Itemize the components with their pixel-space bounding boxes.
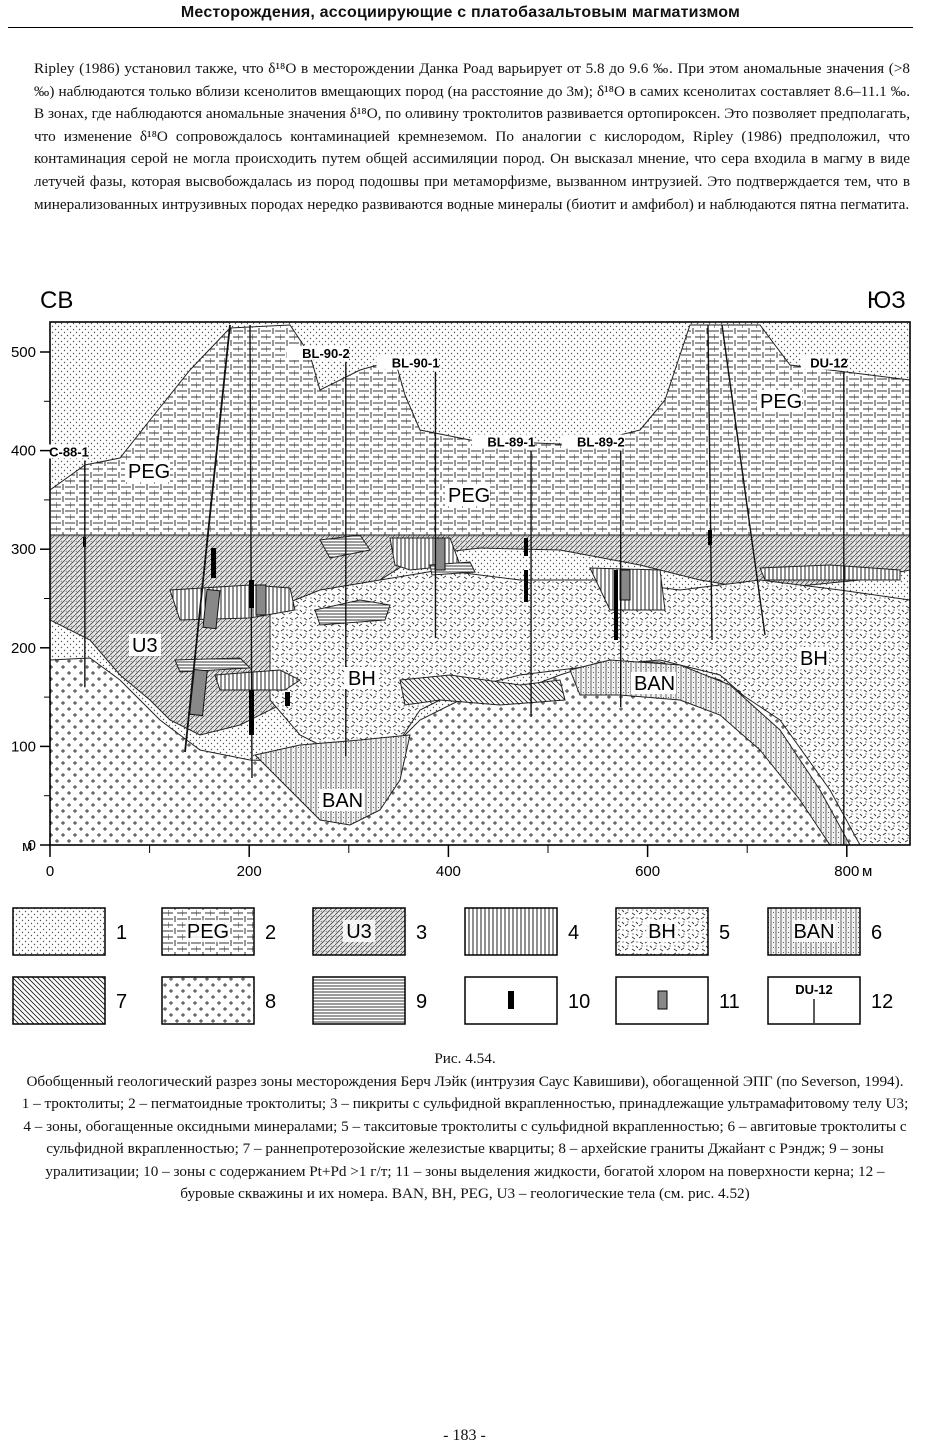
body-label-peg: PEG: [128, 461, 170, 483]
legend-number: 7: [116, 991, 127, 1013]
body-label-peg: PEG: [448, 485, 490, 507]
legend-number: 6: [871, 922, 882, 944]
legend-swatch: [13, 908, 105, 955]
body-label-ban: BAN: [634, 673, 675, 695]
caption-figure-number: Рис. 4.54.: [20, 1048, 910, 1071]
chlorine-zone-5: [435, 538, 445, 570]
legend-black-bar: [508, 991, 514, 1009]
ptpd-zone-4: [285, 692, 290, 706]
legend-number: 8: [265, 991, 276, 1013]
legend-item-4: 4: [465, 908, 579, 955]
header-rule: [8, 27, 913, 28]
x-tick-label: 0: [46, 863, 54, 880]
ptpd-zone-8: [708, 530, 712, 545]
legend-number: 9: [416, 991, 427, 1013]
running-header: Месторождения, ассоциирующие с платобаза…: [8, 4, 913, 22]
legend-item-3: U3 3: [313, 908, 427, 955]
borehole-label: BL-90-2: [302, 346, 350, 361]
caption-title: Обобщенный геологический разрез зоны мес…: [20, 1071, 910, 1094]
figure-caption: Рис. 4.54. Обобщенный геологический разр…: [20, 1048, 910, 1206]
legend-number: 2: [265, 922, 276, 944]
y-tick-label: 300: [11, 541, 36, 558]
legend-item-12: DU-12 12: [768, 977, 893, 1024]
legend-swatch: [13, 977, 105, 1024]
section-svg: СВ ЮЗ C-8: [0, 280, 929, 1040]
x-tick-label: 200: [237, 863, 262, 880]
legend-number: 5: [719, 922, 730, 944]
y-tick-label: 100: [11, 738, 36, 755]
legend-swatch-label: PEG: [187, 921, 229, 943]
y-tick-label: 500: [11, 344, 36, 361]
legend-number: 3: [416, 922, 427, 944]
ptpd-zone-1: [211, 548, 216, 578]
legend-number: 10: [568, 991, 590, 1013]
legend-item-8: 8: [162, 977, 276, 1024]
legend-swatch-label: BAN: [793, 921, 834, 943]
x-tick-label: 800: [834, 863, 859, 880]
ptpd-zone-7: [614, 570, 618, 640]
ptpd-zone-2: [249, 580, 254, 608]
legend-swatch: [162, 977, 254, 1024]
legend-number: 11: [719, 991, 740, 1013]
legend-number: 4: [568, 922, 579, 944]
x-tick-label: 600: [635, 863, 660, 880]
legend-number: 12: [871, 991, 893, 1013]
borehole-label: DU-12: [810, 356, 848, 371]
body-label-u3: U3: [132, 635, 158, 657]
borehole-label: BL-90-1: [392, 356, 440, 371]
legend-item-2: PEG 2: [162, 908, 276, 955]
body-text: Ripley (1986) установил также, что δ¹⁸O …: [34, 58, 910, 216]
y-tick-label: 200: [11, 640, 36, 657]
ptpd-zone-6: [524, 570, 528, 602]
body-label-peg: PEG: [760, 391, 802, 413]
legend-number: 1: [116, 922, 127, 944]
direction-left-label: СВ: [40, 287, 73, 314]
y-tick-label: 400: [11, 443, 36, 460]
borehole-label: BL-89-2: [577, 435, 625, 450]
y-axis-unit: м: [22, 838, 32, 855]
geologic-section-figure: СВ ЮЗ C-8: [0, 280, 929, 1040]
chlorine-zone-4: [620, 570, 630, 600]
chlorine-zone-3: [256, 585, 266, 615]
ptpd-zone-5: [524, 538, 528, 556]
borehole-label: C-88-1: [49, 444, 89, 459]
body-label-bh: BH: [348, 668, 376, 690]
y-axis: 5004003002001000: [11, 344, 50, 854]
legend-item-1: 1: [13, 908, 127, 955]
borehole-label: BL-89-1: [487, 435, 535, 450]
body-label-ban: BAN: [322, 790, 363, 812]
page-number: - 183 -: [0, 1427, 929, 1445]
legend-item-9: 9: [313, 977, 427, 1024]
legend-gray-bar: [658, 991, 667, 1009]
body-paragraph: Ripley (1986) установил также, что δ¹⁸O …: [34, 58, 910, 216]
x-axis-unit: м: [862, 863, 872, 880]
legend-item-10: 10: [465, 977, 590, 1024]
x-axis: 0 200 400 600 800: [46, 845, 859, 880]
legend-swatch: [465, 908, 557, 955]
legend-swatch-label: BH: [648, 921, 676, 943]
ptpd-zone-3: [249, 690, 254, 735]
x-tick-label: 400: [436, 863, 461, 880]
legend-swatch: [313, 977, 405, 1024]
legend-item-7: 7: [13, 977, 127, 1024]
caption-legend-text: 1 – троктолиты; 2 – пегматоидные троктол…: [20, 1093, 910, 1206]
body-label-bh: BH: [800, 648, 828, 670]
legend-swatch-label: U3: [346, 921, 372, 943]
legend-swatch-label: DU-12: [795, 982, 833, 997]
direction-right-label: ЮЗ: [867, 287, 906, 314]
legend: 1 PEG 2 U3 3 4 BH 5 BAN 6 7 8 9 10 11 DU-12 12: [13, 908, 893, 1024]
legend-item-11: 11: [616, 977, 740, 1024]
legend-item-5: BH 5: [616, 908, 730, 955]
legend-item-6: BAN 6: [768, 908, 882, 955]
